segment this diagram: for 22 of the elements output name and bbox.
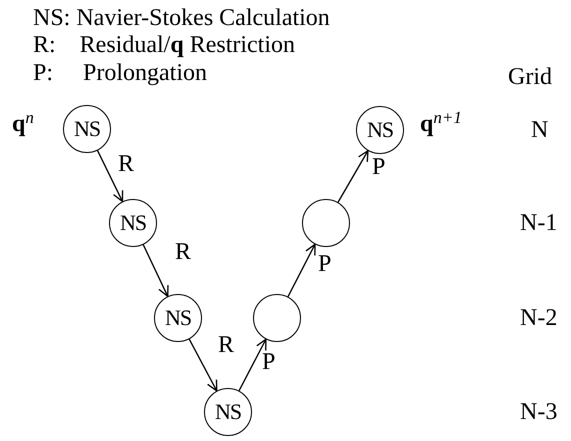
legend-text: P: Prolongation [33, 61, 208, 85]
edge-label: P [262, 350, 276, 374]
arrow [337, 150, 369, 203]
arrow [96, 150, 124, 202]
grid-label: N [531, 118, 548, 142]
arrow [142, 244, 169, 297]
arrow [287, 244, 316, 297]
grid-label: N-2 [520, 306, 558, 330]
vector-label: q$^{n}$ [12, 112, 34, 136]
vector-label: q$^{n+1}$ [420, 112, 462, 136]
grid-label: N-1 [520, 211, 558, 235]
legend-text: R: Residual/q Restriction [33, 33, 296, 57]
edge-label: P [372, 155, 386, 179]
edge-label: R [175, 240, 192, 264]
arrow [238, 338, 267, 392]
legend-text: NS: Navier-Stokes Calculation [33, 6, 330, 30]
edge-label: R [118, 152, 134, 176]
grid-label: Grid [508, 65, 552, 89]
arrow [188, 338, 218, 392]
grid-label: N-3 [520, 400, 558, 424]
edge-label: P [318, 252, 332, 276]
edge-label: R [218, 333, 234, 357]
